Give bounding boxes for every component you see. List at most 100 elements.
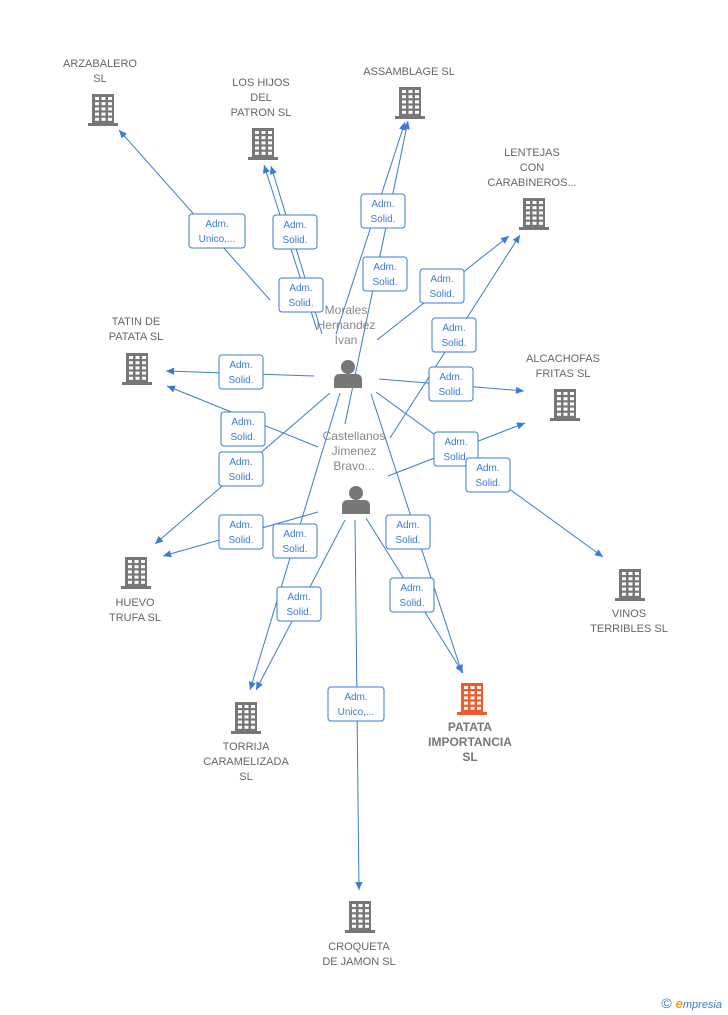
company-node-los-hijos-del-patron[interactable]: LOS HIJOS DEL PATRON SL [231,77,292,160]
edge-label-text: Unico,... [199,234,236,245]
building-icon [457,683,487,715]
company-label: CARAMELIZADA [203,756,289,768]
company-label: PATRON SL [231,107,292,119]
arrow-head [515,386,524,394]
edge-label-text: Adm. [373,262,396,273]
edge-label-box [362,256,408,292]
arrow-head [512,235,520,244]
company-label: CROQUETA [328,941,390,953]
person-label: Castellanos [323,429,386,443]
person-node-castellanos[interactable]: CastellanosJimenezBravo... [323,429,386,514]
building-icon [615,569,645,601]
edge-label[interactable]: Adm.Solid. [389,577,435,613]
edge-label[interactable]: Adm.Solid. [276,586,322,622]
edge-label[interactable]: Adm.Solid. [218,514,264,550]
footer-brand: © empresia [661,995,722,1011]
company-label: TRUFA SL [109,612,161,624]
arrow-head [166,367,175,375]
edge-label-text: Adm. [344,692,367,703]
edge-labels-layer: Adm.Unico,...Adm.Solid.Adm.Solid.Adm.Sol… [188,193,511,722]
arrow-head [516,422,525,430]
edge-label-text: Solid. [443,452,468,463]
edge-label[interactable]: Adm.Solid. [419,268,465,304]
edge-label[interactable]: Adm. Solid. [433,431,479,467]
edge-label-text: Adm. [287,592,310,603]
edge-label-text: Adm. [439,372,462,383]
building-icon [550,389,580,421]
edge-label-text: Solid. [228,535,253,546]
edge-label[interactable]: Adm.Solid. [385,514,431,550]
edge-label-box [218,514,264,550]
edge-label-box [419,268,465,304]
edge-label[interactable]: Adm. Unico,... [188,213,246,249]
edge-label-text: Solid. [228,375,253,386]
edge-label-box [428,366,474,402]
edge-label-text: Unico,... [338,707,375,718]
edge-label-text: Adm. [229,360,252,371]
edge-label[interactable]: Adm. Solid. [218,354,264,390]
copyright-icon: © [661,995,672,1011]
empresia-logo[interactable]: empresia [676,996,722,1011]
edge-label[interactable]: Adm. Unico,... [327,686,385,722]
edge-label[interactable]: Adm.Solid. [428,366,474,402]
edge-label[interactable]: Adm.Solid. [272,214,318,250]
building-icon [88,94,118,126]
edge-label-text: Adm. [476,463,499,474]
edge-label-text: Solid. [475,478,500,489]
edge-label-text: Adm. [444,437,467,448]
edge-label-text: Adm. [205,219,228,230]
arrow-head [399,122,406,131]
building-icon [345,901,375,933]
edge-label-box [272,214,318,250]
edge-label[interactable]: Adm.Solid. [362,256,408,292]
edge-label[interactable]: Adm.Solid. [218,451,264,487]
person-label: Hernandez [317,318,376,332]
company-label: CON [520,162,545,174]
edge-label[interactable]: Adm.Solid. [278,277,324,313]
person-label: Jimenez [332,444,377,458]
edge-label[interactable]: Adm.Solid. [272,523,318,559]
edge-label-text: Solid. [288,298,313,309]
building-icon [231,702,261,734]
edge-label[interactable]: Adm.Solid. [360,193,406,229]
edge-label[interactable]: Adm.Solid. [431,317,477,353]
company-label: DE JAMON SL [322,956,395,968]
arrow-head [167,385,176,393]
company-label: DEL [250,92,271,104]
edge-label-box [327,686,385,722]
arrow-head [355,881,363,890]
edge-label-box [272,523,318,559]
company-label: VINOS [612,608,646,620]
company-label: LENTEJAS [504,147,560,159]
edge-label-box [188,213,246,249]
company-label: ARZABALERO [63,58,137,70]
edge-label-text: Adm. [231,417,254,428]
edge-label[interactable]: Adm.Solid. [220,411,266,447]
company-label: SL [462,750,477,764]
company-node-lentejas[interactable]: LENTEJASCONCARABINEROS... [487,147,577,230]
edge-label-box [218,451,264,487]
company-node-vinos[interactable]: VINOS TERRIBLES SL [590,569,668,635]
edge-label-text: Solid. [441,338,466,349]
company-node-assamblage[interactable]: ASSAMBLAGE SL [363,66,455,119]
building-icon [519,198,549,230]
edge-label-box [389,577,435,613]
company-label: ALCACHOFAS [526,353,600,365]
person-icon [342,486,370,514]
company-label: LOS HIJOS [232,77,289,89]
company-label: TERRIBLES SL [590,623,668,635]
edge-label-box [431,317,477,353]
edge-label[interactable]: Adm. Solid. [465,457,511,493]
edge-label-box [433,431,479,467]
person-icon [334,360,362,388]
company-node-croqueta[interactable]: CROQUETA DE JAMON SL [322,901,396,968]
edge-label-box [220,411,266,447]
